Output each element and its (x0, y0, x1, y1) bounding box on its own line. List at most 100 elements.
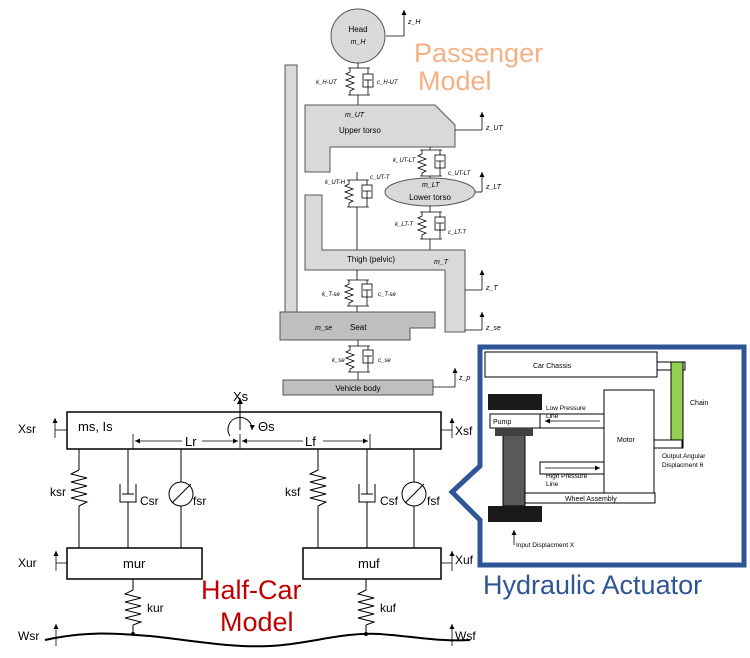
z-p-label: z_p (458, 375, 470, 382)
c-hut-label: c_H-UT (377, 80, 399, 86)
xs-label: Xs (233, 389, 249, 404)
low-pressure-line2: Line (546, 413, 559, 420)
kur-label: kur (147, 601, 164, 615)
rear-tire-spring (123, 579, 143, 632)
spring-damper-ut-h (343, 172, 373, 250)
hydraulic-actuator-panel: Car Chassis Chain Motor Output Angular D… (448, 344, 747, 568)
seat-mass (279, 311, 436, 341)
ksr-label: ksr (50, 485, 66, 499)
lr-label: Lr (185, 434, 197, 449)
high-pressure-line2: Line (546, 481, 559, 488)
output-line2: Displacment θ (662, 462, 704, 469)
m-ut-label: m_UT (345, 112, 365, 119)
lf-label: Lf (305, 434, 316, 449)
wheel-assembly-label: Wheel Assembly (565, 496, 617, 503)
spring-damper-head-ut (344, 63, 374, 105)
chain (670, 361, 684, 449)
k-utlt-label: k_UT-LT (393, 158, 417, 164)
wsr-label: Wsr (18, 629, 39, 643)
k-ltt-label: k_LT-T (395, 222, 414, 228)
rear-suspension-damper (119, 449, 137, 548)
passenger-model: Head m_H z_H k_H-UT c_H-UT m_UT Upper to… (279, 8, 503, 396)
wheel-assembly (524, 492, 656, 504)
c-se-label: c_se (378, 358, 391, 364)
muf-label: muf (358, 556, 380, 571)
passenger-model-title-line2: Model (418, 66, 492, 96)
rear-unsprung-mass (66, 547, 203, 580)
seat-backrest (284, 64, 298, 323)
car-chassis-label: Car Chassis (533, 363, 572, 370)
rear-suspension-spring (69, 449, 89, 548)
head-label: Head (348, 25, 367, 34)
input-disp-label: Input Displacment X (516, 542, 575, 549)
front-tire-spring (356, 579, 376, 632)
z-se-label: z_se (485, 325, 501, 332)
spring-damper-se (344, 340, 374, 380)
pump-label: Pump (493, 419, 511, 426)
sprung-mass-body (66, 411, 442, 450)
hydraulic-actuator-title: Hydraulic Actuator (483, 570, 703, 600)
motor (603, 389, 655, 496)
xsf-label: Xsf (455, 424, 473, 438)
half-car-model: Xs Θs ms, Is Lr Lf Xsr Xsf (18, 389, 476, 648)
k-hut-label: k_H-UT (316, 80, 338, 86)
spring-damper-t-se (343, 270, 373, 312)
c-tse-label: c_T-se (378, 292, 396, 298)
fsr-label: fsr (193, 494, 206, 508)
road-profile (44, 632, 471, 648)
low-pressure-line1: Low Pressure (546, 405, 586, 412)
c-utlt-label: c_UT-LT (448, 171, 472, 177)
z-ut-label: z_UT (485, 125, 503, 132)
ms-is-label: ms, Is (78, 419, 113, 434)
z-h-label: z_H (407, 19, 421, 26)
theta-s-label: Θs (258, 419, 275, 434)
hydraulic-cylinder (502, 427, 526, 507)
front-unsprung-mass (302, 547, 442, 580)
motor-label: Motor (617, 437, 636, 444)
front-suspension-damper (358, 449, 376, 548)
output-line1: Output Angular (662, 453, 706, 460)
lower-torso-label: Lower torso (409, 193, 451, 202)
thigh-label: Thigh (pelvic) (347, 255, 395, 264)
csf-label: Csf (380, 494, 399, 508)
c-ltt-label: c_LT-T (448, 230, 467, 236)
upper-wheel (488, 394, 542, 410)
m-se-label: m_se (315, 325, 332, 332)
m-h-label: m_H (351, 39, 367, 46)
k-tse-label: k_T-se (322, 292, 340, 298)
high-pressure-line1: High Pressure (546, 473, 588, 480)
m-lt-label: m_LT (422, 182, 440, 189)
lower-wheel (488, 506, 542, 522)
c-utt-label: c_UT-T (370, 175, 391, 181)
vehicle-body-mass (282, 379, 434, 396)
m-t-label: m_T (434, 259, 449, 266)
head-mass (330, 8, 386, 64)
half-car-model-title-line2: Model (220, 607, 294, 637)
mur-label: mur (123, 556, 146, 571)
z-t-label: z_T (485, 285, 498, 292)
xuf-label: Xuf (455, 553, 474, 567)
csr-label: Csr (140, 494, 159, 508)
fsf-label: fsf (427, 494, 440, 508)
wsf-label: Wsf (455, 629, 476, 643)
front-actuator-force (401, 449, 427, 548)
passenger-model-title-line1: Passenger (414, 38, 544, 68)
k-se-label: k_se (332, 358, 345, 364)
xur-label: Xur (18, 556, 37, 570)
upper-torso-mass (304, 104, 456, 173)
front-suspension-spring (308, 449, 328, 548)
seat-label: Seat (350, 323, 367, 332)
spring-damper-lt-t (416, 206, 446, 250)
kuf-label: kuf (380, 601, 397, 615)
chain-label: Chain (690, 400, 708, 407)
z-lt-label: z_LT (485, 184, 502, 191)
k-uth-label: k_UT-H (325, 180, 346, 186)
ksf-label: ksf (285, 485, 301, 499)
car-chassis (484, 351, 658, 378)
half-car-model-title-line1: Half-Car (201, 575, 302, 605)
xsr-label: Xsr (18, 422, 36, 436)
upper-torso-label: Upper torso (339, 126, 381, 135)
rear-actuator-force (168, 449, 194, 548)
thigh-mass (304, 194, 466, 333)
